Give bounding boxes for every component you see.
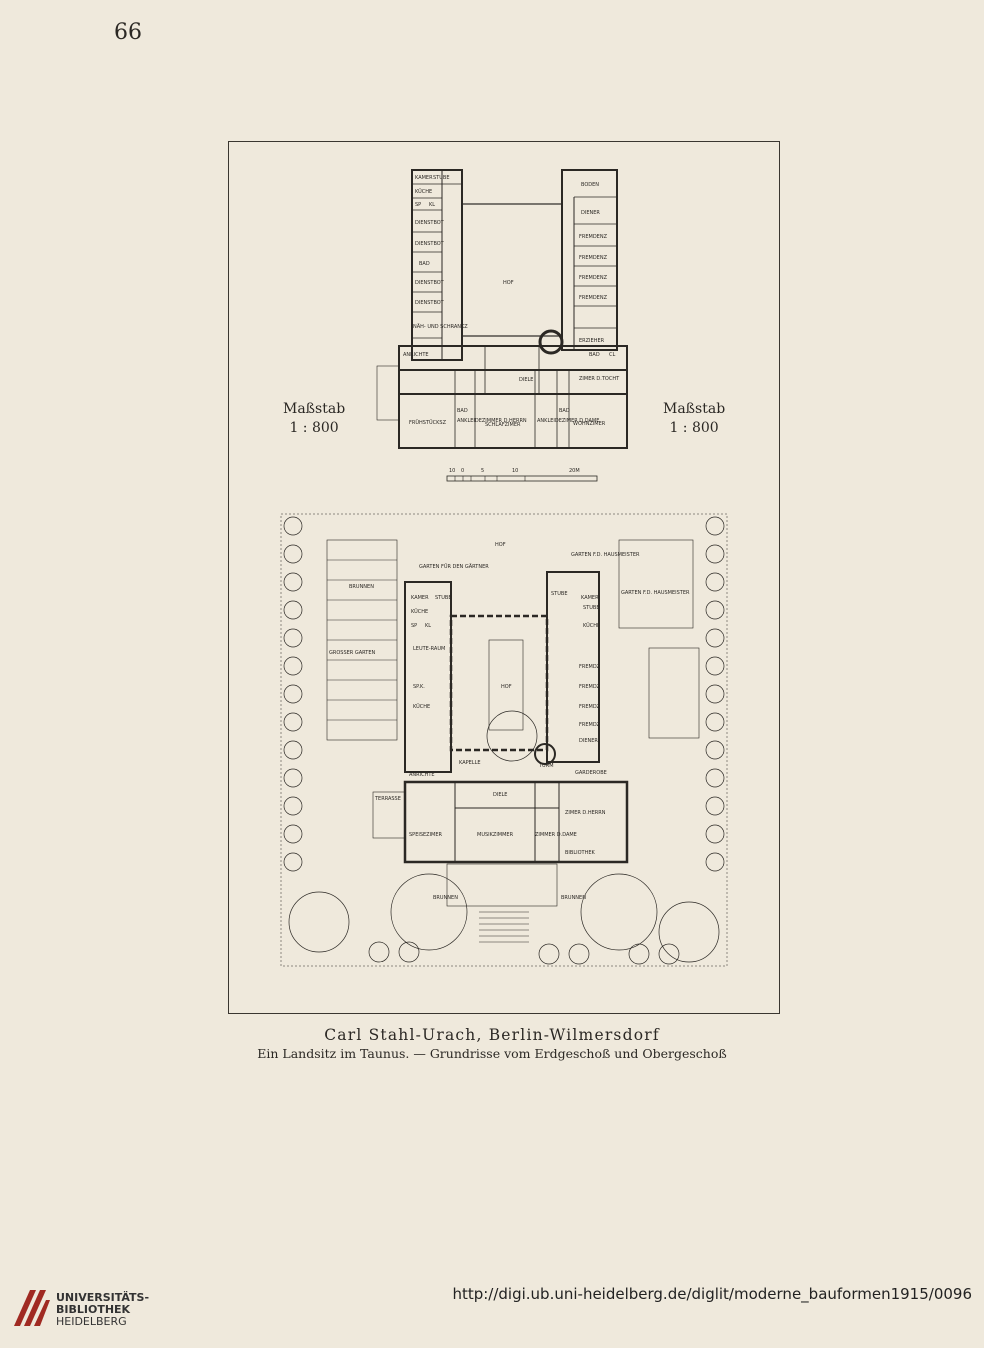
- room-label: FREMDENZ: [579, 295, 608, 301]
- ground-room-labels: HOF GARTEN FÜR DEN GÄRTNER GARTEN F.D. H…: [329, 542, 690, 901]
- room-label: ZIMER D.TOCHT: [579, 376, 620, 382]
- room-label: FREMDENZ: [579, 234, 608, 240]
- room-label: HOF: [503, 280, 514, 286]
- scale-tick: 0: [461, 468, 464, 474]
- scale-label-right: Maßstab 1 : 800: [663, 400, 725, 438]
- room-label: ZIMMER D.DAME: [535, 832, 577, 838]
- scale-ratio: 1 : 800: [669, 420, 719, 436]
- room-label: KAMER: [415, 175, 433, 181]
- room-label: GARTEN F.D. HAUSMEISTER: [621, 590, 690, 596]
- scale-word: Maßstab: [663, 401, 726, 417]
- room-label: KL: [429, 202, 435, 208]
- room-label: KAMER: [581, 595, 599, 601]
- room-label: DIENER: [579, 738, 598, 744]
- room-label: FREMDZ: [579, 664, 601, 670]
- room-label: DIELE: [493, 792, 507, 798]
- room-label: HOF: [501, 684, 512, 690]
- room-label: GARTEN FÜR DEN GÄRTNER: [419, 563, 489, 570]
- page-number: 66: [114, 20, 142, 45]
- room-label: FRÜHSTÜCKSZ: [409, 419, 447, 426]
- room-label: WOHNZIMER: [573, 421, 606, 427]
- room-label: FREMDZ: [579, 704, 601, 710]
- room-label: GARTEN F.D. HAUSMEISTER: [571, 552, 640, 558]
- room-label: STUBE: [551, 591, 567, 597]
- scale-word: Maßstab: [283, 401, 346, 417]
- source-url-link[interactable]: http://digi.ub.uni-heidelberg.de/diglit/…: [452, 1285, 972, 1303]
- room-label: LEUTE-RAUM: [413, 646, 445, 652]
- room-label: STUBE: [433, 175, 449, 181]
- room-label: ERZIEHER: [579, 338, 605, 344]
- room-label: ZIMER D.HERRN: [565, 810, 606, 816]
- room-label: FREMDZ: [579, 722, 601, 728]
- ub-heidelberg-logo-icon: [14, 1290, 50, 1326]
- room-label: FREMDZ: [579, 684, 601, 690]
- room-label: HOF: [495, 542, 506, 548]
- floor-plans: KAMER STUBE KÜCHE SP KL DIENSTBOT DIENST…: [280, 169, 728, 967]
- room-label: BAD: [419, 261, 430, 267]
- room-label: BRUNNEN: [349, 584, 374, 590]
- room-label: DIENER: [581, 210, 600, 216]
- library-line: BIBLIOTHEK: [56, 1303, 131, 1316]
- room-label: ANKLEIDEZIMMER D.HERRN: [457, 418, 527, 424]
- scale-ratio: 1 : 800: [289, 420, 339, 436]
- room-label: BRUNNEN: [433, 895, 458, 901]
- room-label: KÜCHE: [413, 703, 430, 710]
- room-label: SP.K.: [413, 684, 425, 690]
- room-label: BRUNNEN: [561, 895, 586, 901]
- room-label: KÜCHE: [411, 608, 428, 615]
- room-label: STUBE: [583, 605, 599, 611]
- room-label: NÄH- UND SCHRANKZ: [413, 323, 468, 330]
- room-label: TERRASSE: [374, 796, 401, 802]
- library-line: UNIVERSITÄTS-: [56, 1291, 150, 1304]
- room-label: KÜCHE: [415, 188, 432, 195]
- upper-room-labels: KAMER STUBE KÜCHE SP KL DIENSTBOT DIENST…: [403, 175, 620, 428]
- room-label: DIENSTBOT: [415, 220, 445, 226]
- caption-subtitle: Ein Landsitz im Taunus. — Grundrisse vom…: [257, 1046, 727, 1061]
- room-label: BAD: [589, 352, 600, 358]
- room-label: MUSIKZIMMER: [477, 832, 514, 838]
- room-label: ANKLEIDEZIMER D.DAME: [537, 418, 599, 424]
- room-label: TURM: [538, 763, 554, 769]
- room-label: KL: [425, 623, 431, 629]
- caption-title: Carl Stahl-Urach, Berlin-Wilmersdorf: [324, 1026, 660, 1044]
- scale-label-left: Maßstab 1 : 800: [283, 400, 345, 438]
- plate-frame: KAMER STUBE KÜCHE SP KL DIENSTBOT DIENST…: [228, 141, 780, 1014]
- library-name: UNIVERSITÄTS- BIBLIOTHEK HEIDELBERG: [56, 1292, 149, 1328]
- room-label: KAMER: [411, 595, 429, 601]
- scale-tick: 5: [481, 468, 484, 474]
- room-label: SCHLAFZIMER: [485, 422, 521, 428]
- room-label: DIENSTBOT: [415, 241, 445, 247]
- room-label: BIBLIOTHEK: [565, 850, 596, 856]
- room-label: SP: [411, 623, 417, 629]
- scale-bar: 10 0 5 10 20M: [446, 468, 598, 482]
- room-label: DIENSTBOT: [415, 280, 445, 286]
- library-line: HEIDELBERG: [56, 1315, 127, 1328]
- room-label: STUBE: [435, 595, 451, 601]
- scale-tick: 10: [512, 468, 518, 474]
- scale-tick: 10: [449, 468, 455, 474]
- scale-tick: 20M: [569, 468, 580, 474]
- room-label: ANRICHTE: [409, 772, 435, 778]
- room-label: KÜCHE: [583, 622, 600, 629]
- room-label: SP: [415, 202, 421, 208]
- room-label: BODEN: [581, 182, 599, 188]
- room-label: BAD: [457, 408, 468, 414]
- room-label: ANRICHTE: [403, 352, 429, 358]
- room-label: SPEISEZIMER: [409, 832, 443, 838]
- room-label: FREMDENZ: [579, 275, 608, 281]
- room-label: DIENSTBOT: [415, 300, 445, 306]
- room-label: KAPELLE: [459, 760, 481, 766]
- ground-floor-plan: [280, 513, 728, 967]
- room-label: CL: [609, 352, 615, 358]
- room-label: BAD: [559, 408, 570, 414]
- upper-floor-plan: [376, 169, 628, 449]
- room-label: GROSSER GARTEN: [329, 650, 375, 656]
- room-label: FREMDENZ: [579, 255, 608, 261]
- room-label: DIELE: [519, 377, 533, 383]
- room-label: GARDEROBE: [575, 770, 607, 776]
